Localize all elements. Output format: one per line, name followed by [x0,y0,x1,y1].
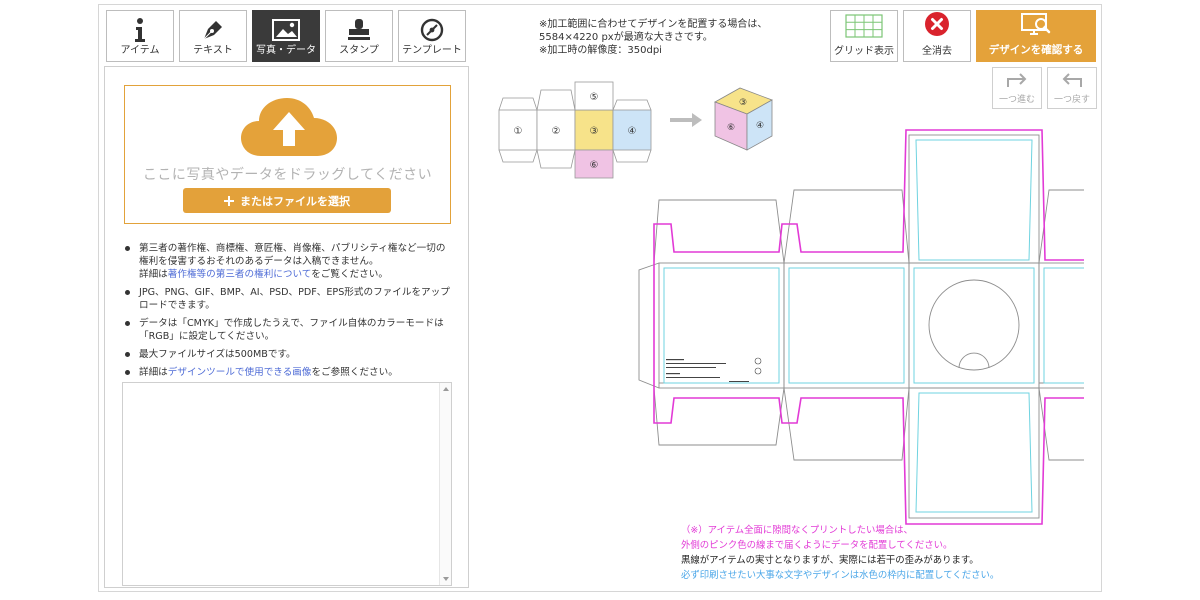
note-formats: JPG、PNG、GIF、BMP、AI、PSD、PDF、EPS形式のファイルをアッ… [123,286,453,312]
undo-button[interactable]: 一つ戻す [1047,67,1097,109]
tab-item-label: アイテム [120,45,160,56]
note-details-post: をご参照ください。 [311,367,398,378]
note-details: 詳細はデザインツールで使用できる画像をご参照ください。 [123,366,453,379]
net-face-4: ④ [628,126,637,137]
cube-diagram: ③ ⑥ ④ [714,87,773,151]
drop-zone[interactable]: ここに写真やデータをドラッグしてください またはファイルを選択 [124,85,451,224]
clear-all-button[interactable]: 全消去 [903,10,971,62]
scroll-up-arrow-icon[interactable] [443,387,449,391]
note-rights-text: 第三者の著作権、商標権、意匠権、肖像権、パブリシティ権など一切の権利を侵害するお… [139,243,446,267]
cube-face-top: ③ [739,98,747,108]
drop-hint: ここに写真やデータをドラッグしてください [142,167,433,183]
tab-stamp-label: スタンプ [339,45,379,56]
note-color-mode: データは「CMYK」で作成したうえで、ファイル自体のカラーモードは「RGB」に設… [123,317,453,343]
info-line-3: ※加工時の解像度：350dpi [539,45,662,56]
close-circle-icon [925,12,949,36]
redo-label: 一つ進む [998,95,1035,105]
uploaded-file-list[interactable] [122,382,452,586]
pen-icon [200,15,226,45]
info-line-1: ※加工範囲に合わせてデザインを配置する場合は、 [539,19,768,30]
choose-file-label: またはファイルを選択 [240,194,350,208]
net-face-5: ⑤ [590,92,599,103]
choose-file-button[interactable]: またはファイルを選択 [183,188,391,213]
grid-toggle-button[interactable]: グリッド表示 [830,10,898,62]
confirm-design-button[interactable]: デザインを確認する [976,10,1096,62]
net-face-1: ① [514,126,523,137]
note-max-size: 最大ファイルサイズは500MBです。 [123,348,453,361]
tab-template[interactable]: テンプレート [398,10,466,62]
tab-template-label: テンプレート [402,45,462,56]
note-actual-size: 黒線がアイテムの実寸となりますが、実際には若干の歪みがあります。 [681,555,979,566]
upload-notes: 第三者の著作権、商標権、意匠権、肖像権、パブリシティ権など一切の権利を侵害するお… [123,242,453,384]
info-icon [133,15,147,45]
image-icon [271,15,301,45]
scroll-down-arrow-icon[interactable] [443,577,449,581]
net-face-6: ⑥ [590,160,599,171]
note-rights-post: をご覧ください。 [311,269,388,280]
tab-photo-data-label: 写真・データ [256,45,316,56]
note-safe-zone: 必ず印刷させたい大事な文字やデザインは水色の枠内に配置してください。 [681,570,1000,581]
tab-item[interactable]: アイテム [106,10,174,62]
plus-icon [224,195,234,206]
redo-button[interactable]: 一つ進む [992,67,1042,109]
template-icon [419,15,445,45]
undo-label: 一つ戻す [1053,95,1090,105]
file-list-scrollbar[interactable] [439,383,451,585]
tab-photo-data[interactable]: 写真・データ [252,10,320,62]
redo-icon [1007,73,1027,87]
cube-face-side: ④ [756,121,764,131]
note-bleed-1: （※）アイテム全面に隙間なくプリントしたい場合は、 [681,525,913,536]
monitor-search-icon [1021,13,1051,35]
net-diagram: ① ② ③ ④ ⑤ ⑥ [498,81,652,179]
upload-panel: ここに写真やデータをドラッグしてください またはファイルを選択 第三者の著作権、… [104,66,469,588]
design-canvas[interactable]: ① ② ③ ④ ⑤ ⑥ ③ ⑥ ④ [494,80,1175,529]
note-bleed-2: 外側のピンク色の線まで届くようにデータを配置してください。 [681,540,953,551]
clear-all-label: 全消去 [922,46,952,57]
stamp-icon [345,15,373,45]
grid-toggle-label: グリッド表示 [834,46,894,57]
note-rights: 第三者の著作権、商標権、意匠権、肖像権、パブリシティ権など一切の権利を侵害するお… [123,242,453,281]
net-face-3: ③ [590,126,599,137]
tool-tabs: アイテム テキスト 写真・データ スタンプ テンプレート [106,10,466,62]
box-template-svg: ① ② ③ ④ ⑤ ⑥ ③ ⑥ ④ [498,81,1175,525]
dieline-template [638,129,1175,525]
net-face-2: ② [552,126,561,137]
rights-link[interactable]: 著作権等の第三者の権利について [167,269,312,280]
info-line-2: 5584×4220 pxが最適な大きさです。 [539,32,713,43]
usable-images-link[interactable]: デザインツールで使用できる画像 [167,367,312,378]
tab-stamp[interactable]: スタンプ [325,10,393,62]
note-rights-pre: 詳細は [139,269,168,280]
grid-icon [845,14,883,38]
confirm-design-label: デザインを確認する [988,44,1084,56]
fold-arrow-icon [670,113,702,127]
processing-info: ※加工範囲に合わせてデザインを配置する場合は、 5584×4220 pxが最適な… [539,18,767,57]
tab-text[interactable]: テキスト [179,10,247,62]
cube-face-front: ⑥ [727,123,735,133]
template-notes: （※）アイテム全面に隙間なくプリントしたい場合は、 外側のピンク色の線まで届くよ… [681,523,999,583]
cloud-upload-icon [237,94,341,164]
note-details-pre: 詳細は [139,367,168,378]
undo-icon [1062,73,1082,87]
tab-text-label: テキスト [193,45,233,56]
design-tool-window: アイテム テキスト 写真・データ スタンプ テンプレート [98,4,1175,592]
